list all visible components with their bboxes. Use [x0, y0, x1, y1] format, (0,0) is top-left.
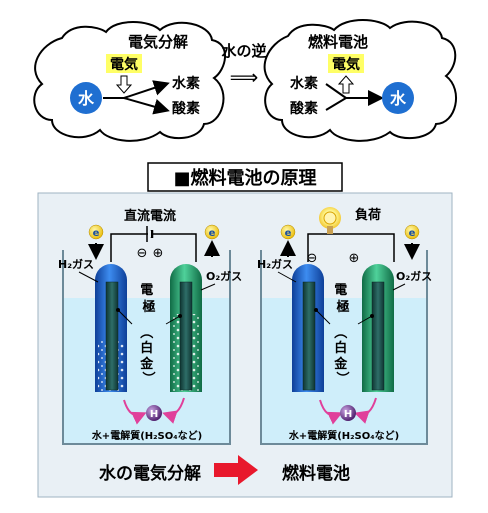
electron-label: e	[285, 228, 292, 239]
electrode-char: 電	[140, 283, 153, 298]
line-from-hydrogen	[325, 83, 347, 99]
electron-label: e	[209, 228, 216, 239]
water-label-right: 水	[390, 89, 407, 108]
hydrogen-electrode-right	[292, 264, 324, 392]
hydrogen-electrode-left	[95, 264, 127, 392]
ion-label-right: H	[344, 409, 352, 420]
fuel-cell-title: 燃料電池	[308, 33, 368, 51]
hydrogen-input: 水素	[290, 75, 318, 92]
arrow-to-hydrogen	[123, 80, 170, 99]
electrode-char: 電	[334, 283, 347, 298]
electron-icon	[88, 224, 104, 240]
reverse-label: 水の逆	[221, 42, 266, 60]
h2-gas-label-left: H₂ガス	[58, 257, 94, 271]
electrolysis-caption: 水の電気分解	[99, 463, 201, 484]
energy-up-arrow-icon	[337, 75, 355, 94]
energy-highlight-left	[106, 54, 142, 73]
fuel-cell-cloud	[263, 19, 457, 142]
section-title-box	[147, 162, 343, 192]
electrode-label-left: 電 極	[140, 283, 158, 315]
electrolyte-label-right: 水+電解質(H₂SO₄など)	[288, 429, 399, 442]
electron-label: e	[93, 228, 100, 239]
ion-arrow-right-a	[319, 399, 343, 425]
oxygen-input: 酸素	[290, 100, 318, 117]
plus-sign-right: ⊕	[349, 251, 360, 266]
energy-highlight-right	[328, 54, 364, 73]
o2-gas-label-right: O₂ガス	[396, 269, 432, 283]
load-label: 負荷	[355, 207, 381, 223]
electrode-char: 極	[335, 299, 349, 315]
section-title: ■燃料電池の原理	[173, 167, 316, 189]
electron-icon	[404, 224, 420, 240]
line-from-oxygen	[325, 97, 347, 111]
water-circle-left	[70, 82, 102, 114]
hydrogen-output: 水素	[172, 75, 200, 92]
arrow-to-oxygen	[123, 97, 170, 115]
minus-sign-right: ⊖	[307, 251, 318, 266]
electrode-char: 極	[141, 299, 155, 315]
wire-left	[110, 233, 197, 262]
oxygen-electrode-right	[362, 264, 394, 392]
energy-label-right: 電気	[332, 56, 360, 73]
ion-arrow-left-a	[123, 399, 147, 425]
water-label-left: 水	[78, 89, 95, 108]
platinum-label-right: ︵ 白 金 ︶	[333, 326, 352, 387]
ion-arrow-left-b	[162, 397, 185, 424]
electron-label: e	[409, 228, 416, 239]
dc-current-label: 直流電流	[124, 208, 176, 224]
electron-icon	[204, 224, 220, 240]
light-bulb-icon	[319, 207, 341, 234]
water-circle-right	[382, 82, 414, 114]
red-right-arrow-icon	[214, 455, 258, 485]
o2-gas-label-left: O₂ガス	[206, 269, 242, 283]
energy-label-left: 電気	[110, 56, 138, 73]
ion-arrow-right-b	[354, 397, 377, 424]
oxygen-output: 酸素	[172, 100, 200, 117]
h2-gas-label-right: H₂ガス	[257, 257, 293, 271]
minus-sign-left: ⊖	[137, 246, 148, 261]
electron-icon	[280, 224, 296, 240]
hydrogen-ion-icon	[146, 405, 162, 421]
energy-down-arrow-icon	[115, 75, 133, 94]
ion-label-left: H	[150, 409, 158, 420]
platinum-label-left: ︵ 白 金 ︶	[139, 326, 158, 387]
plus-sign-left: ⊕	[153, 246, 164, 261]
hydrogen-ion-icon	[340, 405, 356, 421]
electrode-label-right: 電 極	[334, 283, 352, 315]
electrolyte-label-left: 水+電解質(H₂SO₄など)	[91, 429, 202, 442]
oxygen-electrode-left	[170, 264, 202, 392]
electrolysis-title: 電気分解	[128, 33, 188, 51]
double-arrow-icon: ⟹	[230, 65, 259, 89]
wire-right	[307, 233, 395, 262]
fuel-cell-caption: 燃料電池	[282, 463, 350, 484]
